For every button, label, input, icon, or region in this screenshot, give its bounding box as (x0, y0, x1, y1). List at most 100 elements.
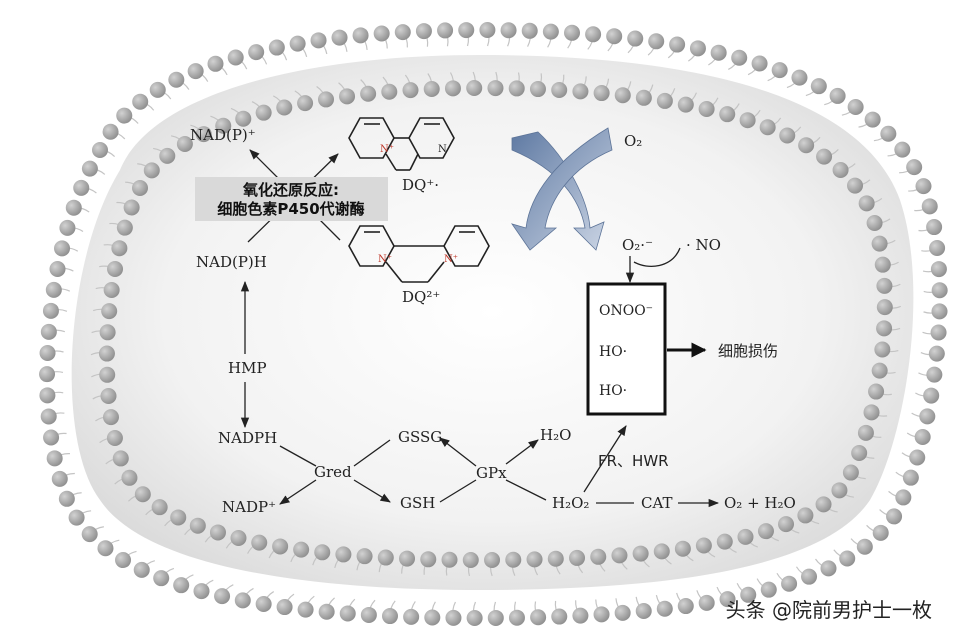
lipid-head (54, 240, 71, 257)
lipid-head (102, 123, 119, 140)
lipid-head (635, 602, 652, 619)
lipid-head (92, 142, 108, 158)
lipid-head (43, 429, 60, 446)
lipid-head (505, 551, 522, 568)
lipid-head (801, 568, 818, 585)
lipid-head (572, 83, 589, 100)
lipid-head (115, 552, 132, 569)
lipid-head (529, 81, 546, 98)
lipid-head (214, 588, 231, 605)
lipid-head (797, 507, 814, 524)
lipid-head (106, 430, 123, 447)
lipid-head (65, 199, 82, 216)
lipid-head (593, 606, 610, 623)
lipid-head (669, 36, 686, 53)
lipid-head (689, 40, 706, 57)
lipid-head (760, 581, 777, 598)
lipid-head (466, 609, 483, 626)
lipid-head (858, 195, 875, 212)
o2-label: O₂ (624, 132, 642, 150)
lipid-head (929, 239, 946, 256)
lipid-head (98, 345, 115, 362)
lipid-head (698, 594, 715, 611)
lipid-head (102, 409, 119, 426)
lipid-head (857, 424, 874, 441)
lipid-head (931, 282, 948, 299)
lipid-head (677, 96, 694, 113)
lipid-head (151, 499, 168, 516)
redox-label-box (195, 177, 388, 221)
lipid-head (876, 277, 893, 294)
lipid-head (593, 85, 610, 102)
cat-label: CAT (641, 494, 673, 512)
lipid-head (856, 538, 873, 555)
lipid-head (441, 551, 458, 568)
lipid-head (195, 126, 212, 143)
lipid-head (339, 605, 356, 622)
gsh-label: GSH (400, 494, 435, 512)
lipid-head (462, 551, 479, 568)
redox-reaction-cross: 氧化还原反应: 细胞色素P450代谢酶 (195, 149, 388, 243)
lipid-head (51, 470, 68, 487)
lipid-head (97, 540, 114, 557)
dq-radical-label: DQ⁺· (402, 176, 439, 194)
lipid-head (585, 26, 602, 43)
lipid-head (272, 538, 289, 555)
lipid-head (360, 85, 377, 102)
cell-membrane (39, 22, 948, 626)
lipid-head (170, 509, 187, 526)
dq-radical-molecule: N⁺ N DQ⁺· (348, 117, 455, 194)
lipid-head (677, 598, 694, 615)
lipid-head (40, 323, 57, 340)
lipid-head (876, 299, 893, 316)
arrow-to-nadp (279, 479, 317, 505)
lipid-head (255, 595, 272, 612)
redox-label-line1: 氧化还原反应: (242, 181, 339, 199)
n-plus-atom-right: N⁺ (444, 254, 458, 265)
lipid-head (832, 162, 849, 179)
lipid-head (847, 98, 864, 115)
lipid-head (886, 508, 903, 525)
lipid-head (521, 22, 538, 39)
lipid-head (276, 99, 293, 116)
lipid-head (606, 28, 623, 45)
arrow-to-ros-box (583, 425, 627, 493)
lipid-head (791, 69, 808, 86)
lipid-head (49, 261, 66, 278)
lipid-head (112, 450, 129, 467)
lipid-head (133, 561, 150, 578)
lipid-head (268, 39, 285, 56)
lipid-head (46, 450, 63, 467)
lipid-head (318, 603, 335, 620)
lipid-head (168, 71, 185, 88)
lipid-head (915, 178, 932, 195)
lipid-head (847, 177, 864, 194)
lipid-head (207, 55, 224, 72)
lipid-head (381, 83, 398, 100)
lipid-head (39, 366, 56, 383)
lipid-head (81, 160, 98, 177)
redox-cycle-arrows (511, 127, 613, 251)
lipid-head (635, 89, 652, 106)
lipid-head (479, 22, 496, 39)
lipid-head (487, 609, 504, 626)
lipid-head (39, 345, 56, 362)
lipid-head (293, 541, 310, 558)
lipid-head (143, 162, 160, 179)
lipid-head (530, 609, 547, 626)
lipid-head (590, 548, 607, 565)
lipid-head (551, 82, 568, 99)
lipid-head (839, 550, 856, 567)
lipid-head (874, 341, 891, 358)
lipid-head (339, 88, 356, 105)
lipid-head (648, 33, 665, 50)
lipid-head (116, 219, 133, 236)
lipid-head (134, 486, 151, 503)
hmp-label: HMP (228, 359, 267, 377)
nadph-left-label: NAD(P)H (196, 253, 267, 271)
curved-arrow-down (511, 131, 605, 251)
o2-radical-label: O₂·⁻ (622, 236, 653, 254)
o2-h2o-label: O₂ + H₂O (724, 494, 796, 512)
